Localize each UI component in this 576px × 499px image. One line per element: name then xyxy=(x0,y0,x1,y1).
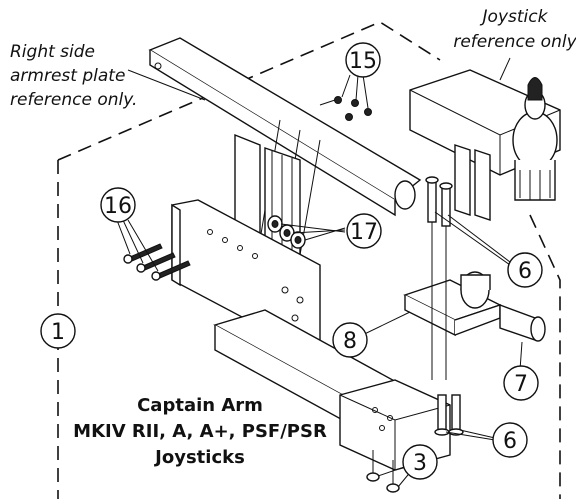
screws-bottom xyxy=(434,394,464,436)
leader-17 xyxy=(280,223,346,241)
armrest-plate xyxy=(148,37,422,256)
leader-15 xyxy=(341,74,369,109)
callout-16: 16 xyxy=(104,194,132,219)
leader-joystick-note xyxy=(499,57,511,81)
armrest-note-line-2: armrest plate xyxy=(10,66,125,86)
reference-boundary-left xyxy=(57,21,441,161)
callout-bubble-17 xyxy=(346,213,382,249)
screws-top xyxy=(425,176,453,380)
leader-armrest-note xyxy=(127,69,206,101)
callout-bubble-15 xyxy=(345,42,381,78)
reference-boundary-right xyxy=(529,214,561,499)
callout-7: 7 xyxy=(514,372,528,397)
clamp-pin xyxy=(499,303,546,342)
nuts xyxy=(366,450,400,493)
joystick-note-line-1: Joystick xyxy=(480,7,549,27)
callout-17: 17 xyxy=(350,220,378,245)
title-line-1: Captain Arm xyxy=(137,395,263,416)
armrest-note-line-1: Right side xyxy=(10,42,95,62)
spacers xyxy=(267,215,306,249)
title-line-3: Joysticks xyxy=(153,447,245,468)
armrest-note-line-3: reference only. xyxy=(10,90,137,110)
callout-15: 15 xyxy=(349,49,377,74)
callout-bubble-1 xyxy=(40,313,76,349)
callout-bubble-7 xyxy=(503,365,539,401)
callout-bubble-8 xyxy=(332,322,368,358)
small-nuts xyxy=(319,96,372,121)
joystick xyxy=(409,69,561,221)
joystick-note-line-2: reference only xyxy=(453,32,576,52)
bolts xyxy=(123,243,191,281)
callout-3: 3 xyxy=(413,451,427,476)
callout-6-bottom: 6 xyxy=(503,429,517,454)
callout-6-top: 6 xyxy=(518,259,532,284)
callout-bubble-3 xyxy=(402,444,438,480)
leader-6-top xyxy=(434,211,511,266)
leader-6-bottom xyxy=(445,429,496,441)
callout-1: 1 xyxy=(51,320,65,345)
title-line-2: MKIV RII, A, A+, PSF/PSR xyxy=(73,421,327,442)
callout-bubble-16 xyxy=(100,187,136,223)
callout-8: 8 xyxy=(343,329,357,354)
mounting-bracket xyxy=(234,133,301,266)
callout-bubble-6-top xyxy=(507,252,543,288)
joystick-clamp xyxy=(403,271,502,337)
callout-bubble-6-bottom xyxy=(492,422,528,458)
